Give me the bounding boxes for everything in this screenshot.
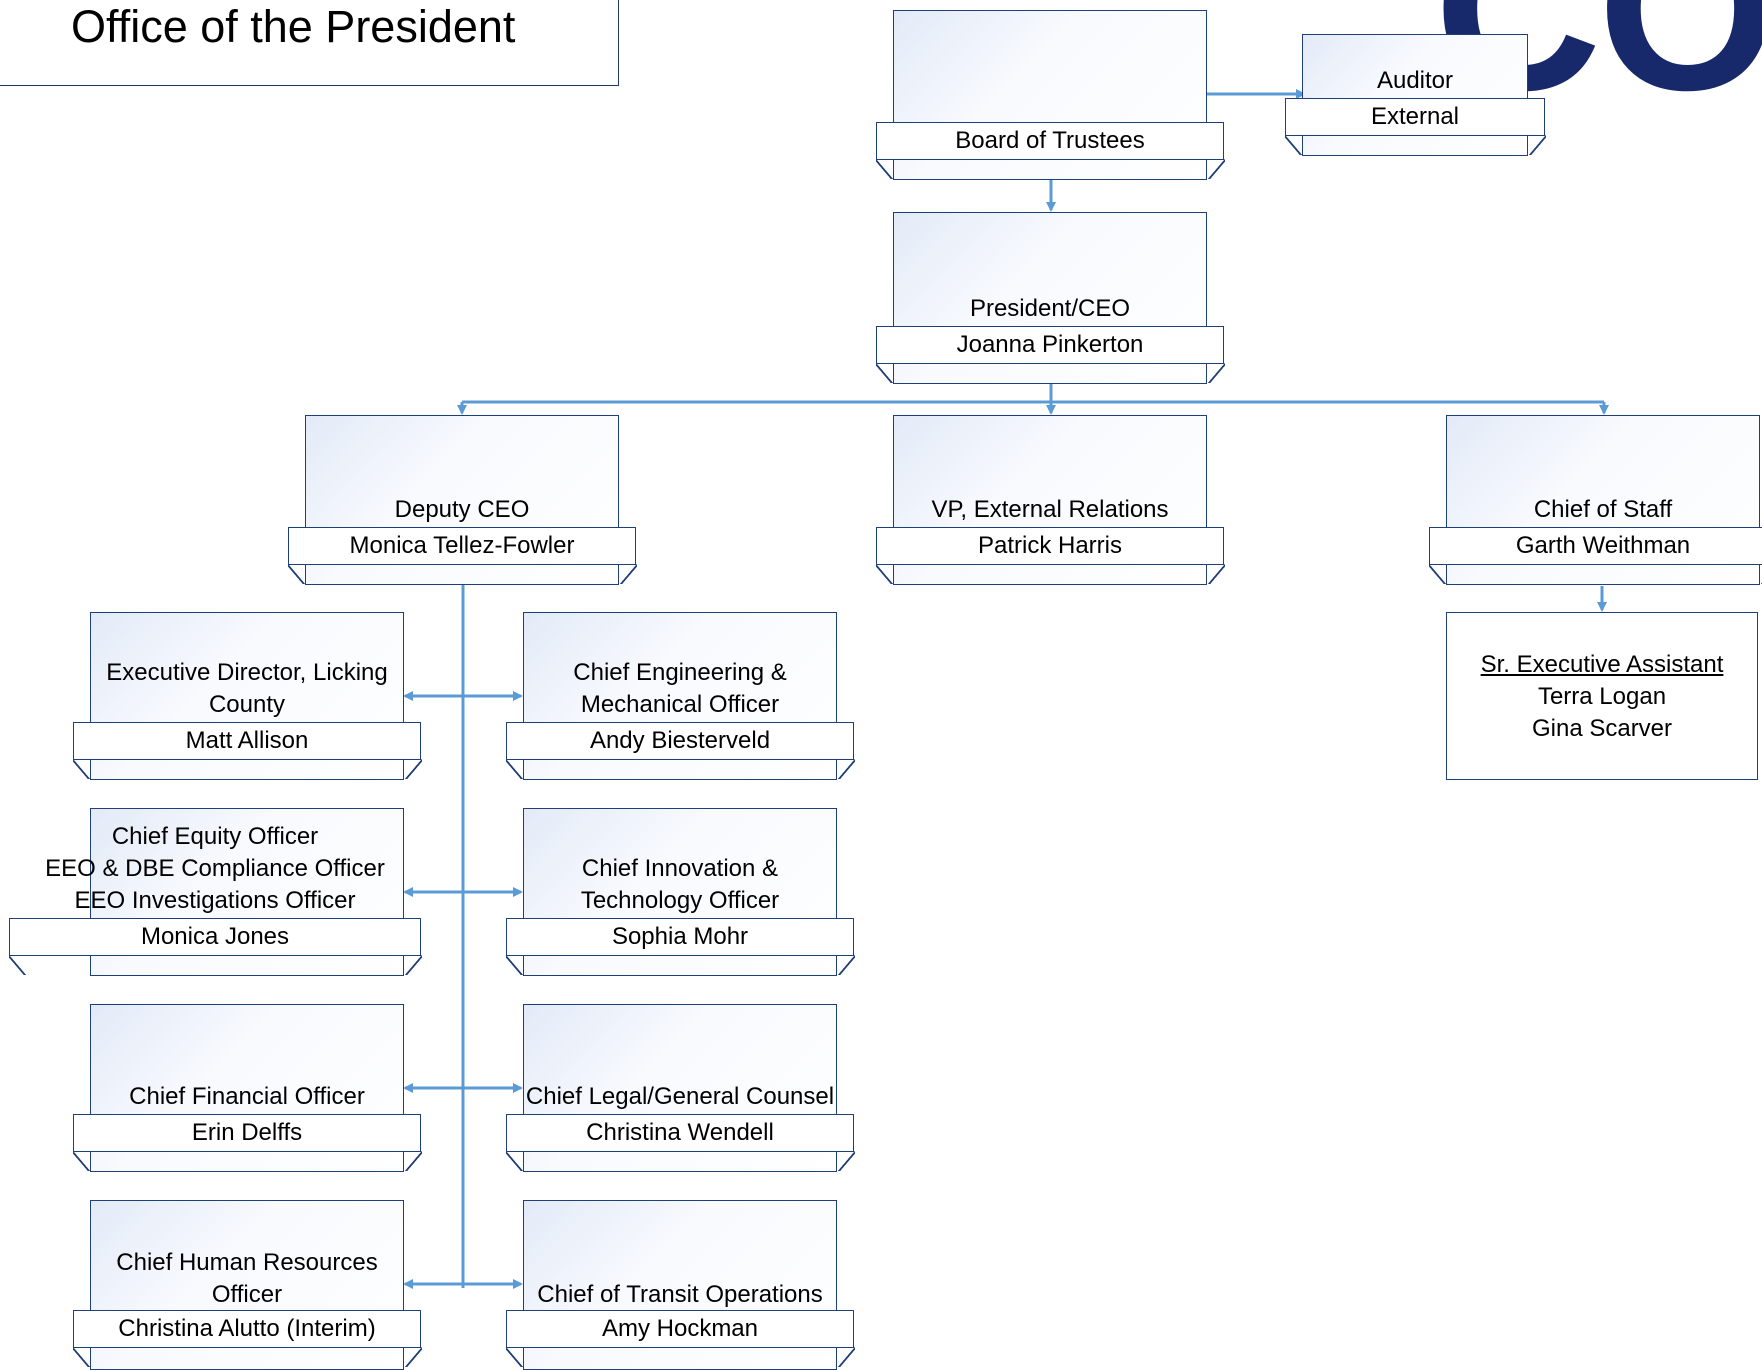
node-auditor: Auditor External — [1284, 34, 1546, 156]
node-name: Garth Weithman — [1428, 527, 1762, 584]
node-name: Amy Hockman — [505, 1310, 855, 1367]
node-chief-equity: Chief Equity Officer EEO & DBE Complianc… — [8, 808, 422, 976]
node-board-of-trustees: Board of Trustees — [875, 10, 1225, 180]
node-chief-transit: Chief of Transit Operations Amy Hockman — [505, 1200, 855, 1370]
node-title: President/CEO — [969, 295, 1131, 322]
node-sr-executive-assistant: Sr. Executive Assistant Terra Logan Gina… — [1446, 612, 1758, 780]
node-executive-director: Executive Director, Licking County Matt … — [72, 612, 422, 780]
node-title: Executive Director, Licking County — [106, 659, 388, 718]
node-chief-engineering: Chief Engineering & Mechanical Officer A… — [505, 612, 855, 780]
node-name: External — [1284, 98, 1546, 155]
page-title: Office of the President — [71, 1, 516, 52]
node-name: Andy Biesterveld — [505, 722, 855, 779]
node-title: Chief Equity Officer EEO & DBE Complianc… — [45, 823, 385, 914]
assistant-name: Gina Scarver — [1531, 715, 1673, 742]
node-name: Christina Wendell — [505, 1114, 855, 1171]
node-title: Chief of Staff — [1533, 496, 1673, 523]
assistant-name: Terra Logan — [1537, 683, 1667, 710]
node-title: Deputy CEO — [394, 496, 530, 523]
node-president: President/CEO Joanna Pinkerton — [875, 212, 1225, 384]
node-title: Chief of Transit Operations — [537, 1281, 823, 1308]
node-title: VP, External Relations — [931, 496, 1169, 523]
node-chro: Chief Human Resources Officer Christina … — [72, 1200, 422, 1370]
node-title: Chief Financial Officer — [129, 1083, 365, 1110]
node-chief-of-staff: Chief of Staff Garth Weithman — [1428, 415, 1762, 585]
node-name: Patrick Harris — [875, 527, 1225, 584]
node-chief-innovation: Chief Innovation & Technology Officer So… — [505, 808, 855, 976]
page-title-box: Office of the President — [0, 0, 619, 86]
node-cfo: Chief Financial Officer Erin Delffs — [72, 1004, 422, 1172]
node-name: Monica Jones — [8, 918, 422, 975]
node-vp-external-relations: VP, External Relations Patrick Harris — [875, 415, 1225, 585]
assistant-title: Sr. Executive Assistant — [1480, 651, 1724, 678]
node-title: Chief Engineering & Mechanical Officer — [573, 659, 787, 718]
node-name: Matt Allison — [72, 722, 422, 779]
node-title: Auditor — [1376, 67, 1454, 94]
node-title: Chief Human Resources Officer — [116, 1249, 378, 1308]
node-name: Monica Tellez-Fowler — [287, 527, 637, 584]
node-name: Erin Delffs — [72, 1114, 422, 1171]
node-name: Christina Alutto (Interim) — [72, 1310, 422, 1367]
node-chief-legal: Chief Legal/General Counsel Christina We… — [505, 1004, 855, 1172]
node-name: Board of Trustees — [875, 122, 1225, 179]
node-title — [893, 10, 1207, 124]
node-name: Sophia Mohr — [505, 918, 855, 975]
node-deputy-ceo: Deputy CEO Monica Tellez-Fowler — [287, 415, 637, 585]
node-name: Joanna Pinkerton — [875, 326, 1225, 383]
node-title: Chief Legal/General Counsel — [525, 1083, 835, 1110]
node-title: Chief Innovation & Technology Officer — [580, 855, 780, 914]
